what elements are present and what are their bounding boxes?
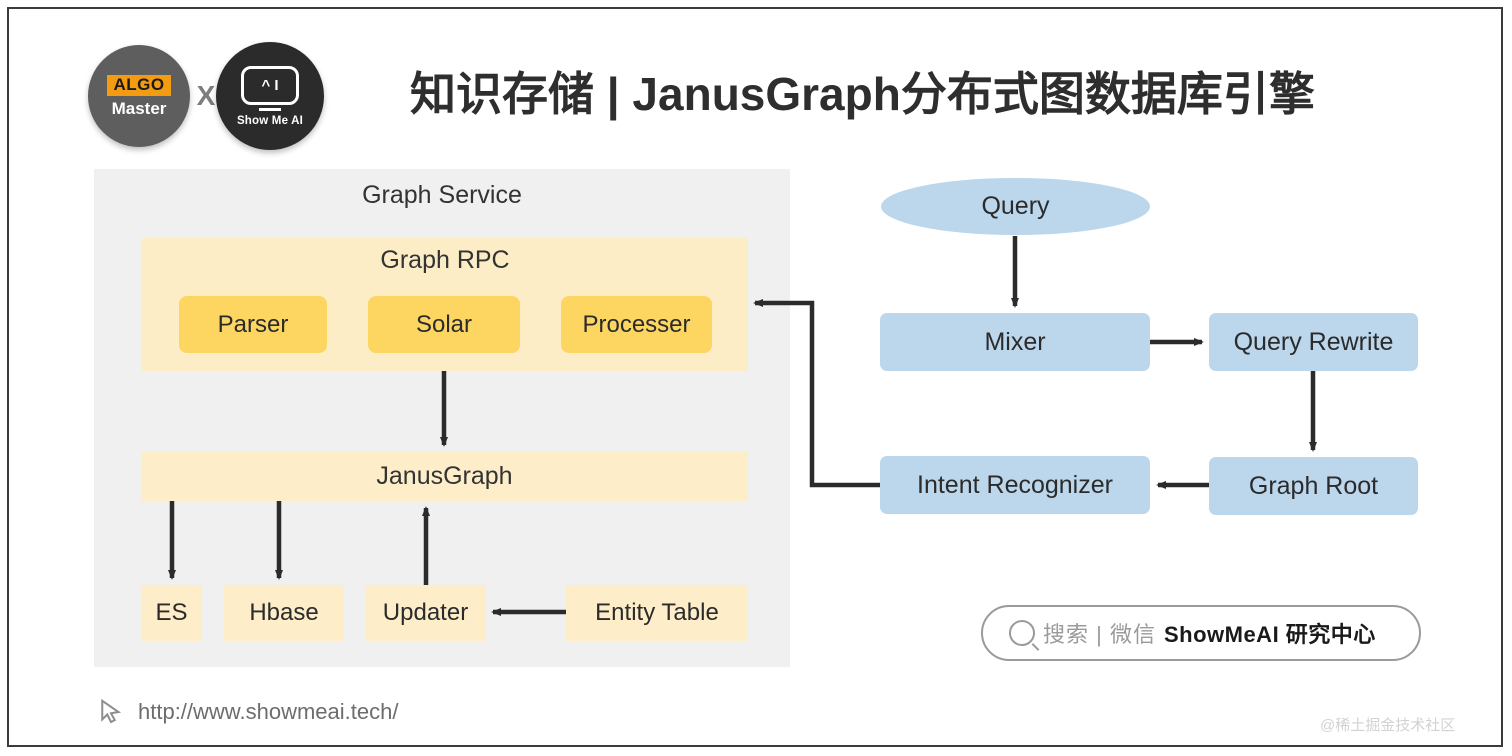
wechat-search-pill[interactable]: 搜索 | 微信 ShowMeAI 研究中心 <box>981 605 1421 661</box>
node-mixer-label: Mixer <box>984 327 1046 356</box>
slide-border <box>7 7 1503 747</box>
node-es[interactable]: ES <box>141 585 202 641</box>
showmeai-screen-icon: ^ I <box>241 65 299 105</box>
node-janusgraph[interactable]: JanusGraph <box>141 452 748 501</box>
node-es-label: ES <box>155 599 188 626</box>
node-query-rewrite[interactable]: Query Rewrite <box>1209 313 1418 371</box>
node-graph-root-label: Graph Root <box>1248 471 1379 500</box>
node-updater-label: Updater <box>382 599 469 626</box>
node-intent-recognizer[interactable]: Intent Recognizer <box>880 456 1150 514</box>
search-brand-label: ShowMeAI 研究中心 <box>1163 622 1376 647</box>
search-icon <box>1009 620 1035 646</box>
node-hbase-label: Hbase <box>249 599 319 626</box>
node-solar[interactable]: Solar <box>368 296 520 353</box>
showmeai-screen-glyphs: ^ I <box>261 76 279 94</box>
node-processer[interactable]: Processer <box>561 296 712 353</box>
node-intent-recognizer-label: Intent Recognizer <box>917 470 1113 499</box>
node-processer-label: Processer <box>582 310 691 338</box>
node-updater[interactable]: Updater <box>365 585 486 641</box>
node-hbase[interactable]: Hbase <box>224 585 344 641</box>
showmeai-stand-icon <box>259 107 281 111</box>
algo-master-label: Master <box>111 98 167 118</box>
search-placeholder: 搜索 | 微信 <box>1043 622 1156 647</box>
node-query[interactable]: Query <box>881 178 1150 235</box>
node-query-label: Query <box>981 192 1050 220</box>
node-solar-label: Solar <box>415 310 473 338</box>
node-graph-root[interactable]: Graph Root <box>1209 457 1418 515</box>
footer-url[interactable]: http://www.showmeai.tech/ <box>138 699 399 724</box>
cursor-icon <box>101 698 122 724</box>
showmeai-logo-icon: ^ I Show Me AI <box>216 42 324 150</box>
watermark: @稀土掘金技术社区 <box>1320 717 1456 734</box>
node-mixer[interactable]: Mixer <box>880 313 1150 371</box>
node-query-rewrite-label: Query Rewrite <box>1233 327 1394 356</box>
logo-cross-separator: X <box>196 80 216 111</box>
algomaster-logo-icon: ALGO Master <box>88 45 190 147</box>
page-title: 知识存储 | JanusGraph分布式图数据库引擎 <box>410 68 1315 120</box>
node-parser[interactable]: Parser <box>179 296 327 353</box>
graph-rpc-title: Graph RPC <box>380 246 510 274</box>
graph-service-title: Graph Service <box>362 181 522 209</box>
node-entity-table-label: Entity Table <box>595 599 719 626</box>
footer: http://www.showmeai.tech/ <box>96 697 398 727</box>
node-entity-table[interactable]: Entity Table <box>566 585 748 641</box>
brand-logos: ALGO Master X ^ I Show Me AI <box>88 42 324 150</box>
showmeai-logo-label: Show Me AI <box>236 114 304 127</box>
node-parser-label: Parser <box>217 310 289 338</box>
algo-tag-label: ALGO <box>107 75 171 96</box>
node-janusgraph-label: JanusGraph <box>376 462 513 490</box>
